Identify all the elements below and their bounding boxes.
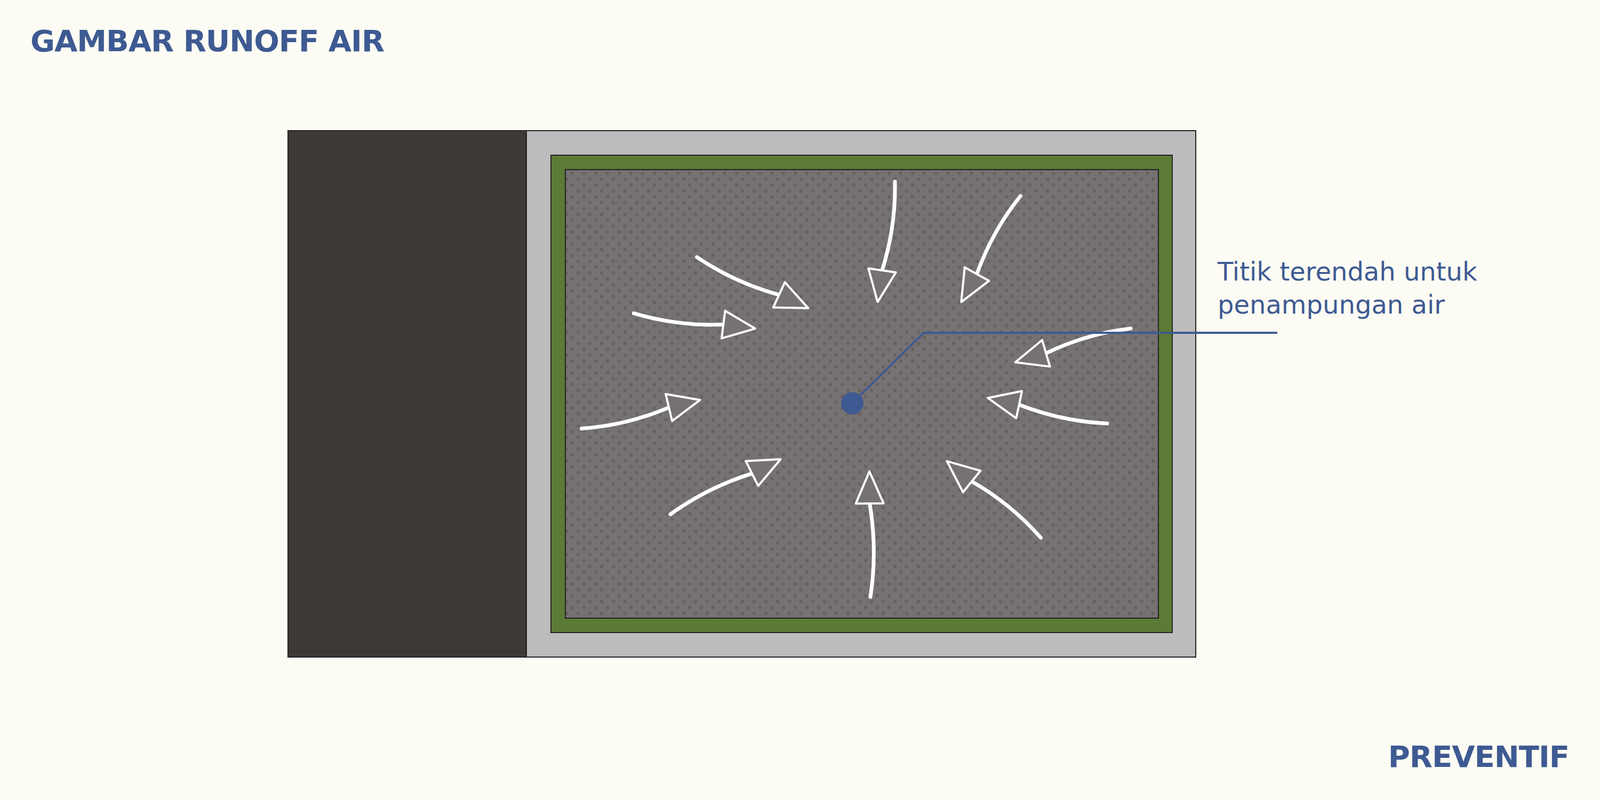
arrow-shaft <box>882 181 895 271</box>
leader-line <box>859 332 1278 396</box>
arrow-head <box>961 267 989 302</box>
arrow-shaft <box>581 407 670 429</box>
callout-label: Titik terendah untuk penampungan air <box>1217 254 1538 322</box>
arrow-head <box>987 390 1022 419</box>
arrow-head <box>773 282 808 309</box>
arrow-head <box>665 394 700 422</box>
asphalt-road <box>288 130 527 658</box>
arrow-shaft <box>670 473 752 515</box>
arrow-shaft <box>1019 404 1108 424</box>
arrow-head <box>1015 339 1051 367</box>
arrow-shaft <box>633 313 724 325</box>
arrow-head <box>745 459 781 486</box>
arrow-shaft <box>971 481 1042 539</box>
arrow-head <box>856 471 884 504</box>
flow-arrows <box>581 181 1131 598</box>
arrow-shaft <box>977 195 1021 275</box>
arrow-shaft <box>697 257 780 295</box>
corner-mark: PREVENTIF <box>1388 739 1570 774</box>
arrow-head <box>721 310 756 339</box>
arrow-head <box>868 268 896 302</box>
arrow-shaft <box>869 503 875 597</box>
diagram-title: GAMBAR RUNOFF AIR <box>30 23 384 59</box>
arrow-head <box>947 461 981 493</box>
low-point-dot <box>841 392 864 415</box>
